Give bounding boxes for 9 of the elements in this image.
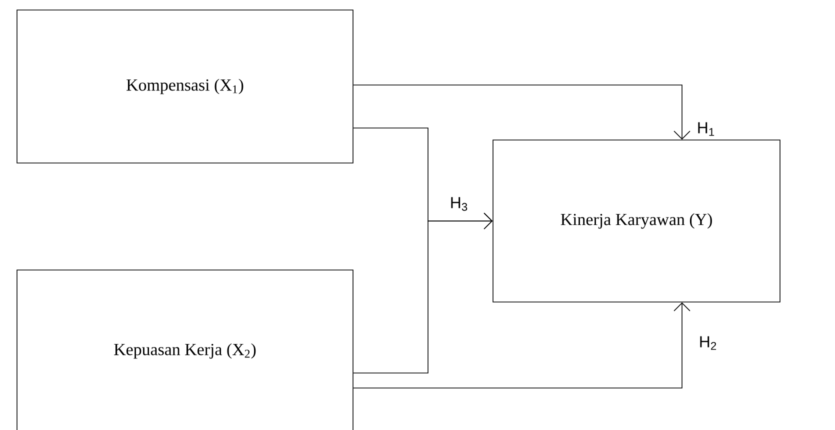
arrow <box>353 212 493 374</box>
edge-label: H$_{1}$ <box>698 122 714 136</box>
arrow <box>353 302 690 388</box>
concept-box: Kepuasan Kerja (X$_{2}$) <box>16 270 354 430</box>
concept-box: Kompensasi (X$_{1}$) <box>16 10 354 164</box>
edge-label: H$_{3}$ <box>451 197 468 211</box>
arrow <box>353 84 690 140</box>
edge-label: H$_{2}$ <box>700 336 716 350</box>
concept-box: Kinerja Karyawan (Y) <box>492 140 780 302</box>
